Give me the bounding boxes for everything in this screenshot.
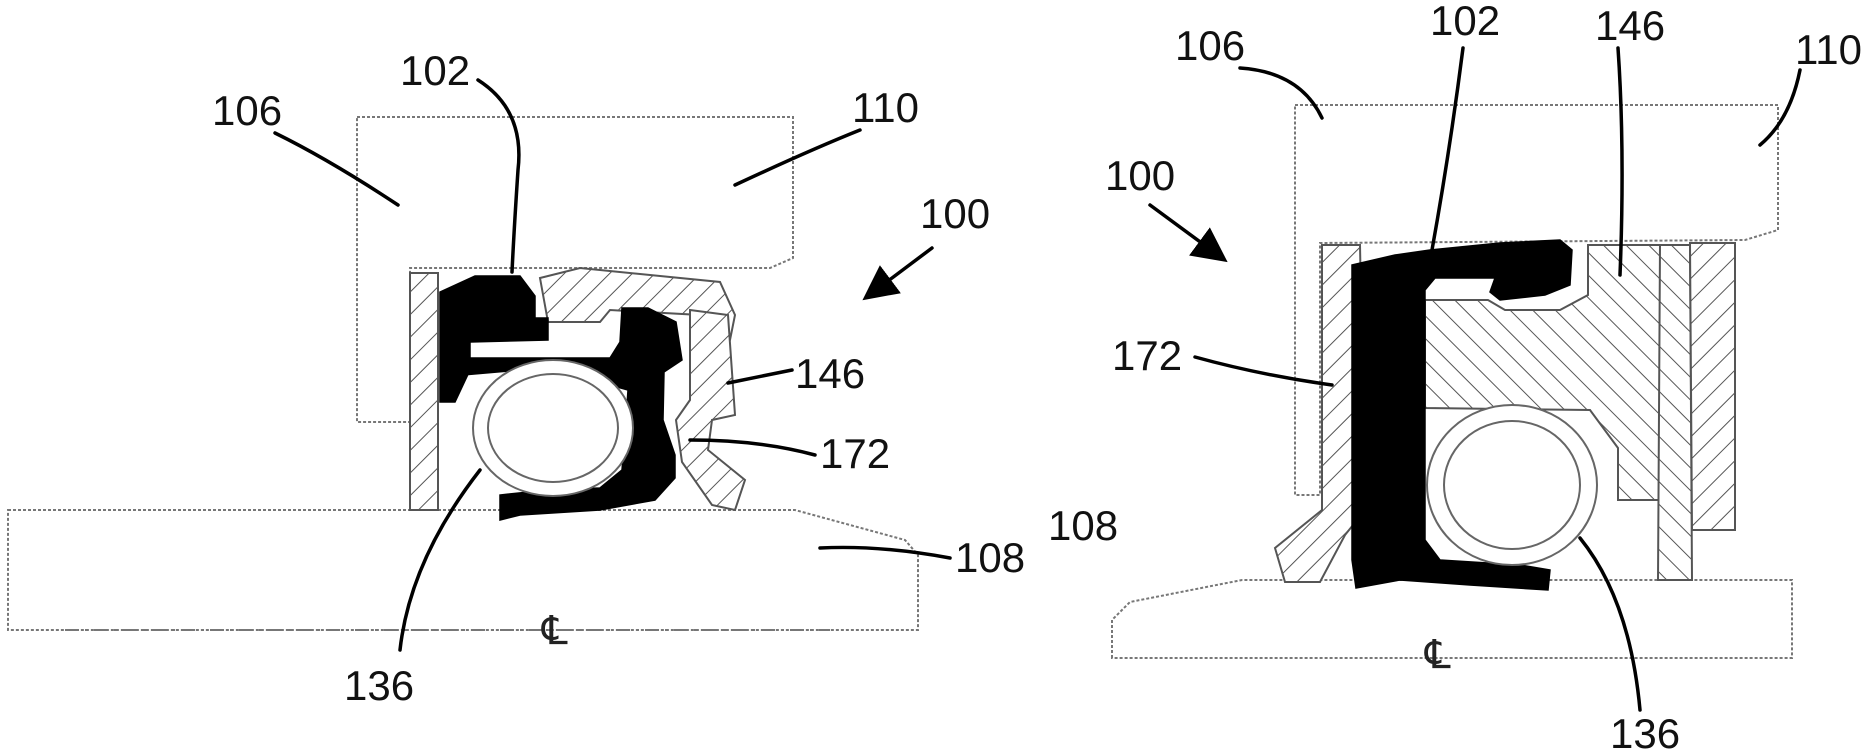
left-label-106: 106 xyxy=(212,87,282,134)
right-label-110: 110 xyxy=(1795,26,1862,73)
right-leader-146 xyxy=(1616,46,1624,277)
right-label-100: 100 xyxy=(1105,152,1175,199)
left-label-110: 110 xyxy=(852,84,919,131)
left-leader-106 xyxy=(273,131,400,207)
right-label-172: 172 xyxy=(1112,332,1182,379)
left-label-108: 108 xyxy=(955,534,1025,581)
right-label-106: 106 xyxy=(1175,22,1245,69)
left-centerline-symbol: ℄ xyxy=(541,608,568,654)
right-shaft-108 xyxy=(1111,579,1793,659)
right-leader-110 xyxy=(1758,68,1802,147)
right-seal-102 xyxy=(1351,239,1573,591)
left-leader-136 xyxy=(398,468,482,652)
left-leader-108 xyxy=(818,545,952,560)
left-arrow-100 xyxy=(862,246,934,301)
right-label-136: 136 xyxy=(1610,710,1680,755)
left-label-136: 136 xyxy=(344,662,414,709)
left-case-right-wall xyxy=(674,308,747,512)
left-spring-136-inner xyxy=(487,373,619,483)
right-arrow-100 xyxy=(1148,203,1228,263)
left-leader-110 xyxy=(733,128,862,187)
right-label-146: 146 xyxy=(1595,2,1665,49)
right-leader-172 xyxy=(1193,355,1334,387)
left-label-100: 100 xyxy=(920,190,990,237)
right-case-far-right xyxy=(1688,242,1736,531)
right-spring-136-inner xyxy=(1443,420,1581,550)
left-leader-102 xyxy=(476,78,521,274)
right-leader-106 xyxy=(1238,66,1324,120)
right-centerline-symbol: ℄ xyxy=(1424,632,1451,678)
right-view: 106 102 146 110 100 172 136 ℄ xyxy=(1105,0,1862,755)
left-label-146: 146 xyxy=(795,350,865,397)
right-leader-136 xyxy=(1578,536,1642,712)
left-view: 106 102 110 100 146 172 108 108 136 ℄ xyxy=(7,47,1118,709)
right-label-102: 102 xyxy=(1430,0,1500,44)
left-label-172: 172 xyxy=(820,430,890,477)
right-leader-102 xyxy=(1430,46,1465,252)
right-case-right-bar xyxy=(1656,244,1694,581)
left-case-outer-wall xyxy=(409,272,439,511)
right-housing-110 xyxy=(1294,104,1779,496)
left-label-102: 102 xyxy=(400,47,470,94)
left-label-108-extra: 108 xyxy=(1048,502,1118,549)
left-leader-146 xyxy=(726,368,794,385)
left-seal-jacket xyxy=(461,307,683,521)
left-leader-172 xyxy=(688,438,817,457)
left-shaft-108 xyxy=(7,509,919,631)
